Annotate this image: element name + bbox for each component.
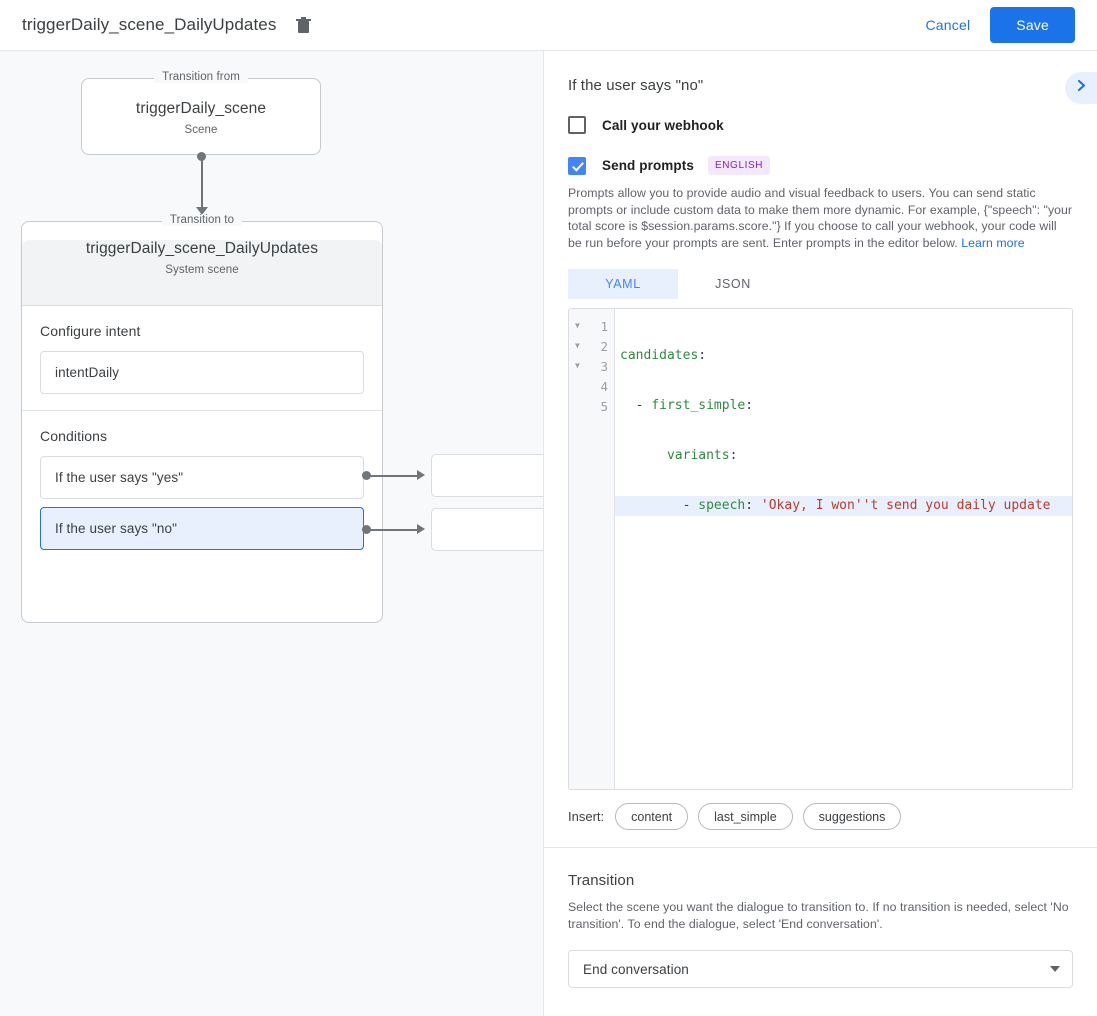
collapse-panel-button[interactable]	[1065, 72, 1097, 104]
code-value: 'Okay, I won''t send you daily update	[760, 498, 1051, 513]
transition-to-scene-name: triggerDaily_scene_DailyUpdates	[85, 240, 319, 257]
transition-section-title: Transition	[568, 872, 635, 889]
call-webhook-label: Call your webhook	[602, 117, 724, 133]
code-line-active: - speech: 'Okay, I won''t send you daily…	[615, 496, 1072, 516]
page-title: triggerDaily_scene_DailyUpdates	[22, 15, 277, 34]
insert-chip-suggestions[interactable]: suggestions	[802, 803, 902, 830]
chevron-down-icon	[1050, 966, 1060, 972]
code-key: speech	[698, 498, 746, 513]
line-number: 1	[600, 318, 608, 334]
transition-to-scene-type: System scene	[165, 264, 239, 276]
call-webhook-checkbox[interactable]	[568, 116, 586, 134]
chevron-right-icon	[1075, 79, 1088, 97]
send-prompts-label: Send prompts	[602, 158, 694, 173]
call-webhook-row[interactable]: Call your webhook	[568, 116, 1073, 134]
save-button[interactable]: Save	[990, 7, 1075, 43]
connector-dot-condition-no	[362, 525, 371, 534]
language-badge: ENGLISH	[707, 156, 771, 175]
connector-line-no	[370, 529, 418, 531]
card-divider	[22, 410, 382, 411]
target-node-no[interactable]	[431, 508, 543, 551]
gutter-row[interactable]: ▼ 2	[569, 336, 614, 356]
transition-to-header: triggerDaily_scene_DailyUpdates System s…	[22, 240, 382, 306]
conditions-label: Conditions	[40, 428, 108, 444]
transition-from-scene-name: triggerDaily_scene	[135, 100, 267, 117]
code-line: candidates:	[615, 346, 1072, 366]
connector-line-yes	[370, 475, 418, 477]
transition-from-scene-type: Scene	[184, 124, 218, 136]
send-prompts-row[interactable]: Send prompts ENGLISH	[568, 156, 1073, 175]
configure-intent-label: Configure intent	[40, 323, 141, 339]
code-line: - first_simple:	[615, 396, 1072, 416]
tab-yaml[interactable]: YAML	[568, 269, 678, 299]
editor-format-tabs: YAML JSON	[568, 269, 1073, 299]
line-number: 2	[600, 338, 608, 354]
connector-arrow-no	[417, 524, 425, 534]
code-punct: :	[698, 348, 707, 363]
code-key: candidates	[620, 348, 699, 363]
code-punct: :	[729, 448, 738, 463]
learn-more-link[interactable]: Learn more	[961, 235, 1025, 250]
gutter-row[interactable]: 5	[569, 396, 614, 416]
code-key: first_simple	[651, 398, 746, 413]
condition-item-no[interactable]: If the user says "no"	[40, 507, 364, 550]
code-punct: :	[745, 398, 754, 413]
code-indent	[620, 448, 667, 463]
insert-chips-row: Insert: content last_simple suggestions	[568, 803, 1073, 830]
connector-arrow-yes	[417, 470, 425, 480]
code-line	[615, 546, 1072, 566]
code-line: variants:	[615, 446, 1072, 466]
trash-icon	[295, 16, 312, 35]
connector-dot-condition-yes	[362, 471, 371, 480]
line-number: 3	[600, 358, 608, 374]
scene-graph-canvas[interactable]: Transition from triggerDaily_scene Scene…	[0, 51, 543, 1016]
panel-header: If the user says "no"	[544, 51, 1097, 104]
transition-target-value: End conversation	[583, 961, 689, 977]
target-node-yes[interactable]	[431, 454, 543, 497]
gutter-row[interactable]: ▼ 3	[569, 356, 614, 376]
conditions-section: Conditions If the user says "yes" If the…	[22, 411, 382, 566]
send-prompts-checkbox[interactable]	[568, 156, 586, 175]
panel-section-divider	[544, 847, 1097, 848]
prompts-description-text: Prompts allow you to provide audio and v…	[568, 186, 1073, 250]
panel-title: If the user says "no"	[568, 77, 704, 94]
configure-intent-section: Configure intent intentDaily	[22, 306, 382, 410]
editor-gutter: ▼ 1 ▼ 2 ▼ 3 4 5	[569, 309, 615, 789]
transition-description: Select the scene you want the dialogue t…	[568, 900, 1069, 931]
fold-toggle-icon[interactable]: ▼	[575, 341, 580, 350]
gutter-row[interactable]: 4	[569, 376, 614, 396]
code-indent: -	[620, 398, 652, 413]
top-app-bar: triggerDaily_scene_DailyUpdates Cancel S…	[0, 0, 1097, 51]
cancel-button[interactable]: Cancel	[912, 8, 985, 42]
gutter-row[interactable]: ▼ 1	[569, 316, 614, 336]
intent-value-box[interactable]: intentDaily	[40, 351, 364, 394]
insert-label: Insert:	[568, 809, 605, 824]
transition-target-select[interactable]: End conversation	[568, 950, 1073, 988]
transition-to-legend: Transition to	[161, 214, 243, 226]
condition-item-yes[interactable]: If the user says "yes"	[40, 456, 364, 499]
transition-section: Transition Select the scene you want the…	[544, 872, 1097, 988]
transition-from-legend: Transition from	[154, 71, 248, 83]
condition-detail-panel: If the user says "no" Call your webhook …	[543, 51, 1097, 1016]
connector-line-vertical	[201, 156, 203, 209]
prompt-code-editor[interactable]: ▼ 1 ▼ 2 ▼ 3 4 5 candidates:	[568, 308, 1073, 790]
code-indent: -	[620, 498, 699, 513]
insert-chip-content[interactable]: content	[615, 803, 689, 830]
fold-toggle-icon[interactable]: ▼	[575, 321, 580, 330]
line-number: 4	[600, 378, 608, 394]
fold-toggle-icon[interactable]: ▼	[575, 361, 580, 370]
connector-arrow-down	[196, 207, 208, 215]
delete-button[interactable]	[290, 12, 316, 38]
tab-json[interactable]: JSON	[715, 277, 751, 291]
editor-code-area[interactable]: candidates: - first_simple: variants: - …	[615, 309, 1072, 789]
insert-chip-last-simple[interactable]: last_simple	[698, 803, 793, 830]
code-punct: :	[745, 498, 761, 513]
transition-from-card[interactable]: Transition from triggerDaily_scene Scene	[81, 71, 321, 155]
transition-to-card[interactable]: Transition to triggerDaily_scene_DailyUp…	[21, 214, 383, 623]
line-number: 5	[600, 398, 608, 414]
panel-body: Call your webhook Send prompts ENGLISH P…	[544, 116, 1097, 830]
prompts-description: Prompts allow you to provide audio and v…	[568, 185, 1073, 251]
code-key: variants	[666, 448, 730, 463]
